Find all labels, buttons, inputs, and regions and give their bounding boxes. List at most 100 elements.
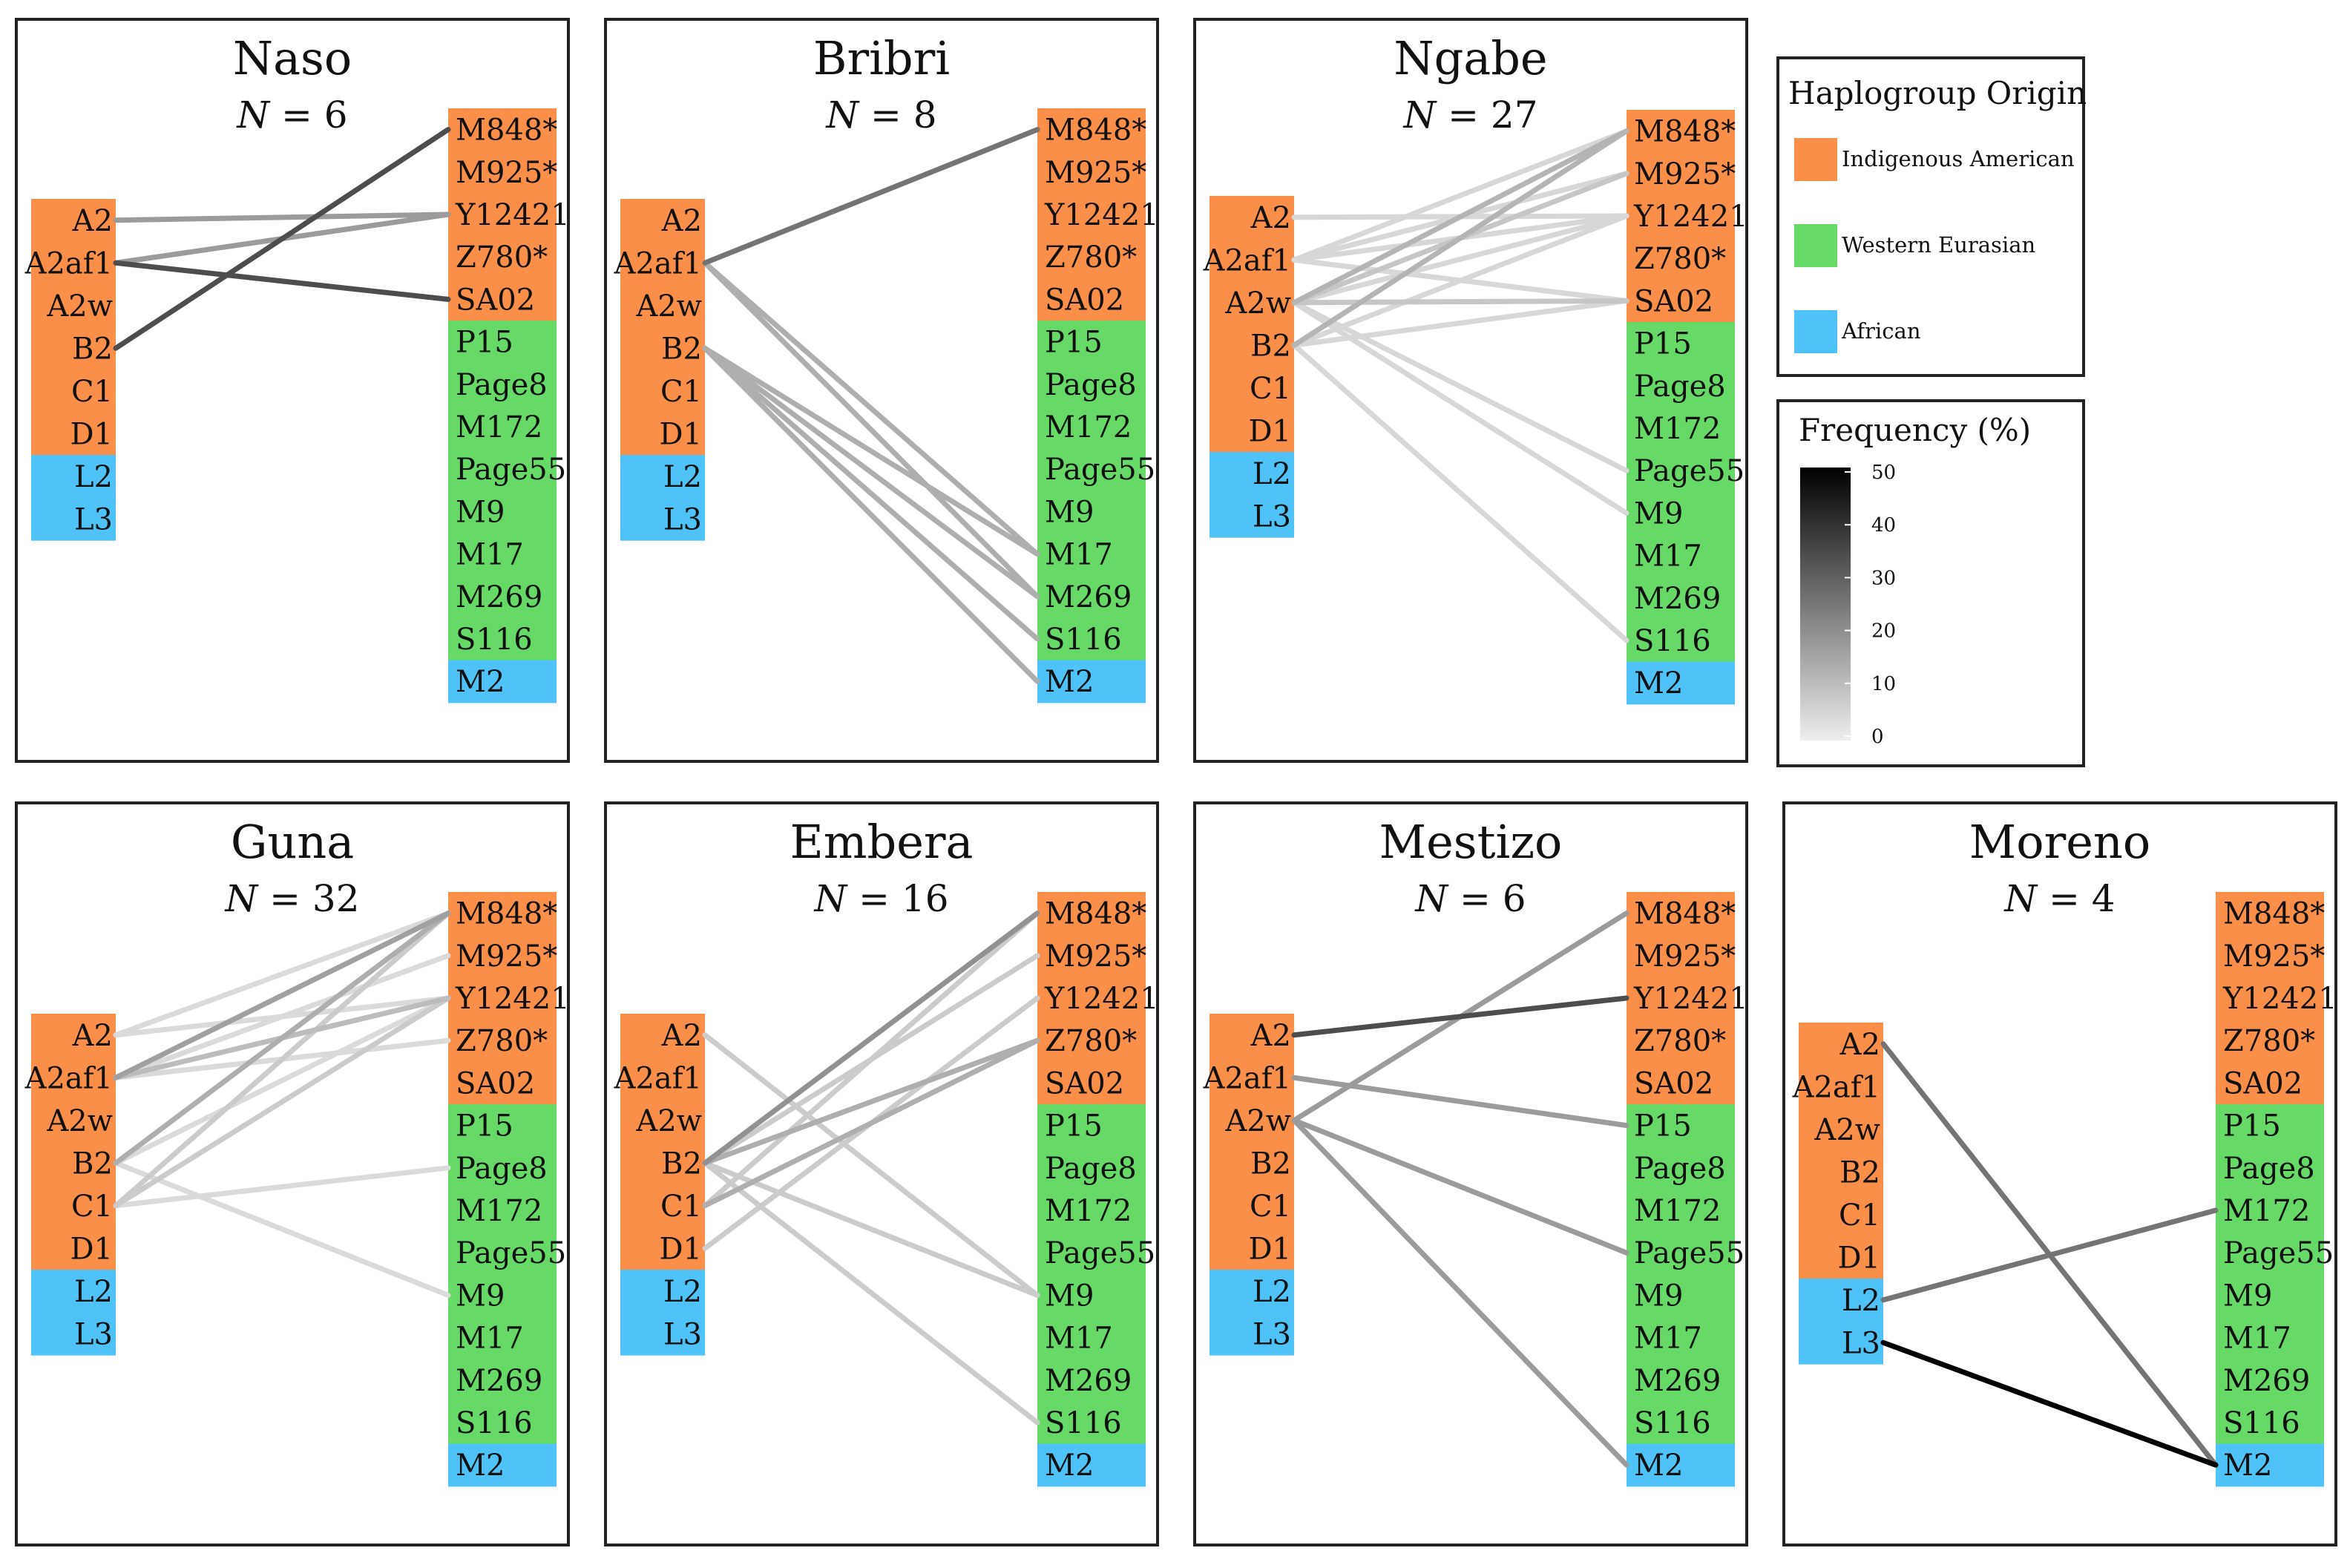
left-cell-d1 (31, 1227, 116, 1270)
right-label-page8: Page8 (1045, 1152, 1137, 1186)
link-a2-to-m848 (113, 911, 451, 1038)
left-cell-d1 (620, 1227, 705, 1270)
links (702, 127, 1040, 684)
legend-label-western-eurasian: Western Eurasian (1842, 232, 2035, 257)
frequency-legend-title: Frequency (%) (1799, 412, 2031, 448)
left-cell-a2w (1799, 1108, 1883, 1152)
right-label-page55: Page55 (456, 1236, 566, 1270)
link-b2-to-m9 (702, 1160, 1040, 1298)
links (1291, 128, 1629, 643)
right-cell-m172 (1037, 1189, 1146, 1233)
right-label-m2: M2 (456, 1449, 505, 1483)
right-cell-m17 (448, 533, 557, 576)
left-label-l2: L2 (74, 460, 113, 494)
left-label-c1: C1 (660, 1190, 702, 1224)
panel-sample-size: N = 27 (1402, 94, 1537, 137)
left-label-b2: B2 (661, 332, 702, 366)
right-cell-m17 (1037, 533, 1146, 576)
left-label-a2w: A2w (635, 1104, 702, 1138)
right-cell-m2 (1037, 660, 1146, 703)
right-label-m17: M17 (456, 538, 524, 572)
right-cell-sa02 (448, 278, 557, 321)
right-label-m17: M17 (1045, 538, 1113, 572)
right-cell-sa02 (2216, 1061, 2324, 1105)
right-haplogroup-column: M848*M925*Y12421Z780*SA02P15Page8M172Pag… (1037, 108, 1159, 703)
right-label-sa02: SA02 (456, 283, 535, 317)
left-label-l3: L3 (74, 1317, 113, 1351)
right-label-z780: Z780* (2223, 1024, 2315, 1058)
panel-title: Ngabe (1394, 31, 1547, 85)
right-label-m925: M925* (2223, 939, 2325, 974)
right-haplogroup-column: M848*M925*Y12421Z780*SA02P15Page8M172Pag… (1037, 892, 1159, 1487)
right-cell-y12421 (1037, 193, 1146, 237)
right-cell-m172 (448, 405, 557, 449)
right-label-z780: Z780* (1634, 1024, 1726, 1058)
link-a2af1-to-sa02 (113, 260, 451, 302)
left-label-l3: L3 (74, 502, 113, 537)
left-label-d1: D1 (1248, 414, 1291, 448)
left-cell-a2af1 (620, 241, 705, 285)
panel-sample-size: N = 32 (224, 877, 359, 920)
right-label-sa02: SA02 (1634, 1066, 1713, 1100)
right-label-sa02: SA02 (456, 1066, 535, 1100)
right-cell-m269 (1627, 577, 1735, 620)
right-cell-z780 (1627, 237, 1735, 281)
left-label-a2af1: A2af1 (1203, 1061, 1291, 1095)
link-l3-to-m2 (1880, 1339, 2219, 1468)
left-cell-a2w (31, 1099, 116, 1143)
right-haplogroup-column: M848*M925*Y12421Z780*SA02P15Page8M172Pag… (448, 108, 570, 703)
left-cell-c1 (620, 370, 705, 413)
right-cell-m269 (1037, 575, 1146, 618)
right-label-m848: M848* (456, 897, 557, 931)
right-label-p15: P15 (2223, 1109, 2281, 1144)
right-label-m9: M9 (456, 1279, 505, 1313)
right-label-y12421: Y12421 (455, 198, 570, 232)
link-b2-to-y12421 (113, 995, 451, 1166)
left-label-a2: A2 (1839, 1028, 1880, 1062)
left-label-c1: C1 (1250, 372, 1291, 406)
right-label-m9: M9 (456, 495, 505, 529)
link-b2-to-m848 (702, 911, 1040, 1166)
right-cell-m172 (1627, 407, 1735, 450)
colorbar-tick-label: 30 (1871, 567, 1896, 589)
left-cell-a2af1 (620, 1056, 705, 1100)
right-label-y12421: Y12421 (2222, 982, 2337, 1016)
panel-sample-size: N = 8 (825, 94, 936, 137)
link-b2-to-m848 (113, 127, 451, 351)
right-label-s116: S116 (1634, 624, 1711, 658)
right-label-m848: M848* (1634, 115, 1736, 149)
link-a2af1-to-m848 (1291, 128, 1629, 263)
right-cell-m17 (1037, 1316, 1146, 1359)
right-label-m269: M269 (456, 1364, 542, 1398)
right-cell-m17 (1627, 534, 1735, 577)
legend-swatch-indigenous-american (1794, 138, 1837, 181)
right-cell-m9 (448, 490, 557, 534)
right-cell-y12421 (1627, 194, 1735, 238)
right-cell-page8 (2216, 1147, 2324, 1190)
right-label-sa02: SA02 (1045, 283, 1124, 317)
left-cell-a2 (1799, 1023, 1883, 1066)
links (113, 911, 451, 1298)
right-cell-s116 (2216, 1401, 2324, 1445)
left-label-l3: L3 (663, 502, 702, 537)
right-label-m925: M925* (456, 939, 557, 974)
left-cell-b2 (620, 327, 705, 370)
right-cell-sa02 (1627, 1061, 1735, 1105)
left-cell-b2 (31, 327, 116, 370)
left-label-l3: L3 (663, 1317, 702, 1351)
left-cell-l2 (1799, 1279, 1883, 1322)
link-a2w-to-sa02 (1291, 298, 1629, 306)
link-b2-to-sa02 (1291, 298, 1629, 348)
link-b2-to-z780 (702, 1037, 1040, 1166)
right-label-m925: M925* (1045, 156, 1146, 190)
left-cell-l3 (1210, 494, 1294, 538)
panel-sample-size: N = 6 (1414, 877, 1526, 920)
left-cell-a2w (620, 1099, 705, 1143)
link-a2w-to-y12421 (1291, 213, 1629, 306)
left-label-d1: D1 (659, 417, 702, 451)
right-cell-s116 (1627, 1401, 1735, 1445)
legend: Haplogroup Origin Indigenous AmericanWes… (1776, 56, 2087, 767)
left-label-b2: B2 (1839, 1155, 1880, 1190)
right-label-m2: M2 (1045, 665, 1094, 699)
